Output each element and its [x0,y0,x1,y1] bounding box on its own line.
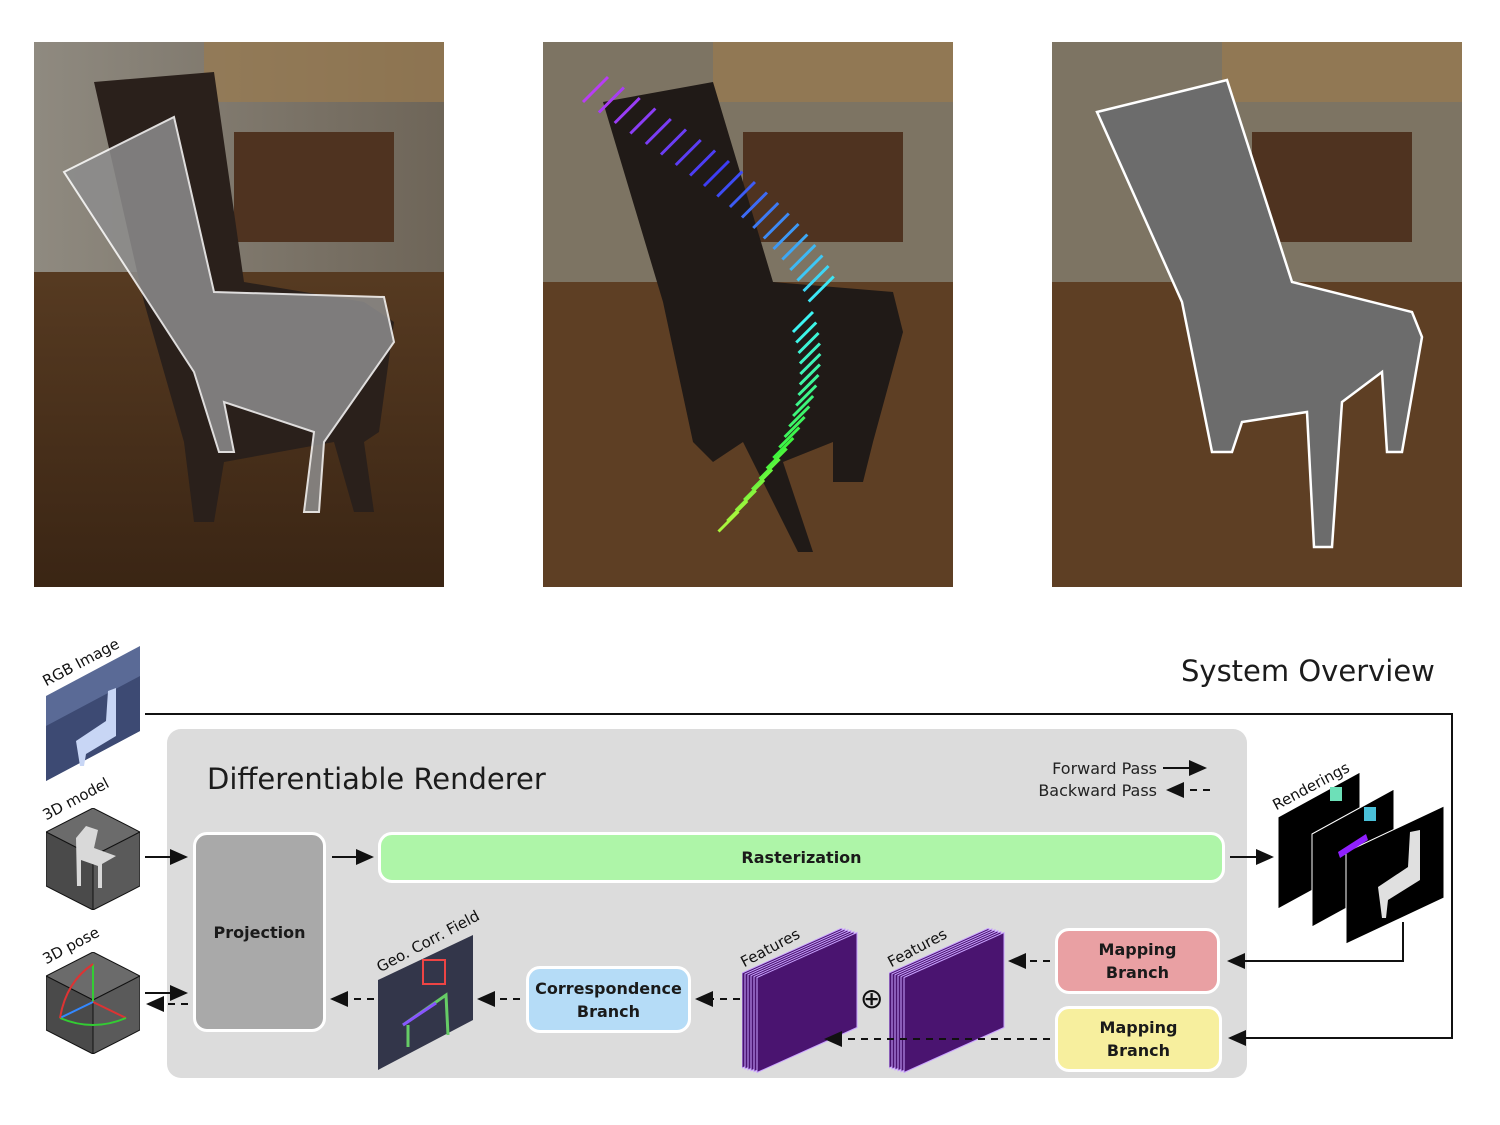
correspondence-arrow [765,447,788,470]
correspondence-arrow [791,310,815,334]
correspondence-arrow [758,457,781,481]
correspondence-arrow [807,275,835,303]
mapping-red-label-1: Mapping [1098,940,1177,959]
system-overview-title: System Overview [1181,654,1435,688]
combine-symbol: ⊕ [860,982,884,1015]
projection-block: Projection [193,832,326,1032]
correspondence-arrow [778,426,801,449]
correspondence-arrow [743,478,766,502]
correspondence-arrow [781,233,809,261]
correspondence-label-1: Correspondence [535,978,682,998]
correspondence-arrow [762,212,790,240]
correspondence-arrow [644,117,672,146]
correspondence-arrow [788,405,811,428]
correspondence-arrow [716,170,744,198]
correspondence-arrow [613,96,641,125]
correspondence-arrow [751,468,774,491]
correspondence-arrow [702,159,731,188]
correspondence-arrow [717,510,740,533]
correspondence-arrow [772,436,795,460]
correspondence-arrow [728,180,757,209]
photo-correspondence-arrows [543,42,953,587]
mapping-yellow-label-1: Mapping [1099,1018,1178,1037]
correspondence-arrow [795,321,818,344]
rgb-image-thumbnail [46,646,140,781]
projection-label: Projection [213,922,306,942]
correspondence-arrow [581,75,610,104]
legend-backward-label: Backward Pass [1038,781,1157,800]
rasterization-label: Rasterization [741,848,862,867]
3d-pose-cube [44,951,142,1055]
legend: Forward Pass Backward Pass [1020,758,1157,802]
correspondence-arrow [795,384,818,407]
legend-forward-label: Forward Pass [1052,759,1157,778]
correspondence-label-2: Branch [576,1001,641,1021]
correspondence-arrow [799,352,822,376]
correspondence-arrow [792,394,815,418]
correspondence-arrow [629,107,657,135]
correspondence-arrow [797,331,820,355]
mapping-yellow-label-2: Branch [1106,1041,1171,1060]
correspondence-arrow [797,373,820,397]
photo-refined-pose [1052,42,1462,587]
correspondence-arrow [802,264,830,293]
correspondence-arrow [674,138,702,167]
photo-initial-pose [34,42,444,587]
correspondence-arrow [659,128,688,156]
rasterization-block: Rasterization [378,832,1225,883]
correspondence-arrow [798,363,821,386]
correspondence-arrow [597,86,625,114]
correspondence-arrow [796,254,824,282]
3d-model-cube [44,807,142,911]
correspondence-arrow [772,222,800,251]
correspondence-arrow [798,342,821,365]
renderer-title: Differentiable Renderer [207,762,546,796]
correspondence-arrow [740,191,769,219]
correspondence-arrow [789,243,817,272]
correspondence-arrow [783,415,806,439]
correspondence-arrow [689,149,717,177]
mapping-red-label-2: Branch [1105,963,1170,982]
correspondence-arrows [581,75,835,533]
correspondence-arrow [752,201,780,230]
